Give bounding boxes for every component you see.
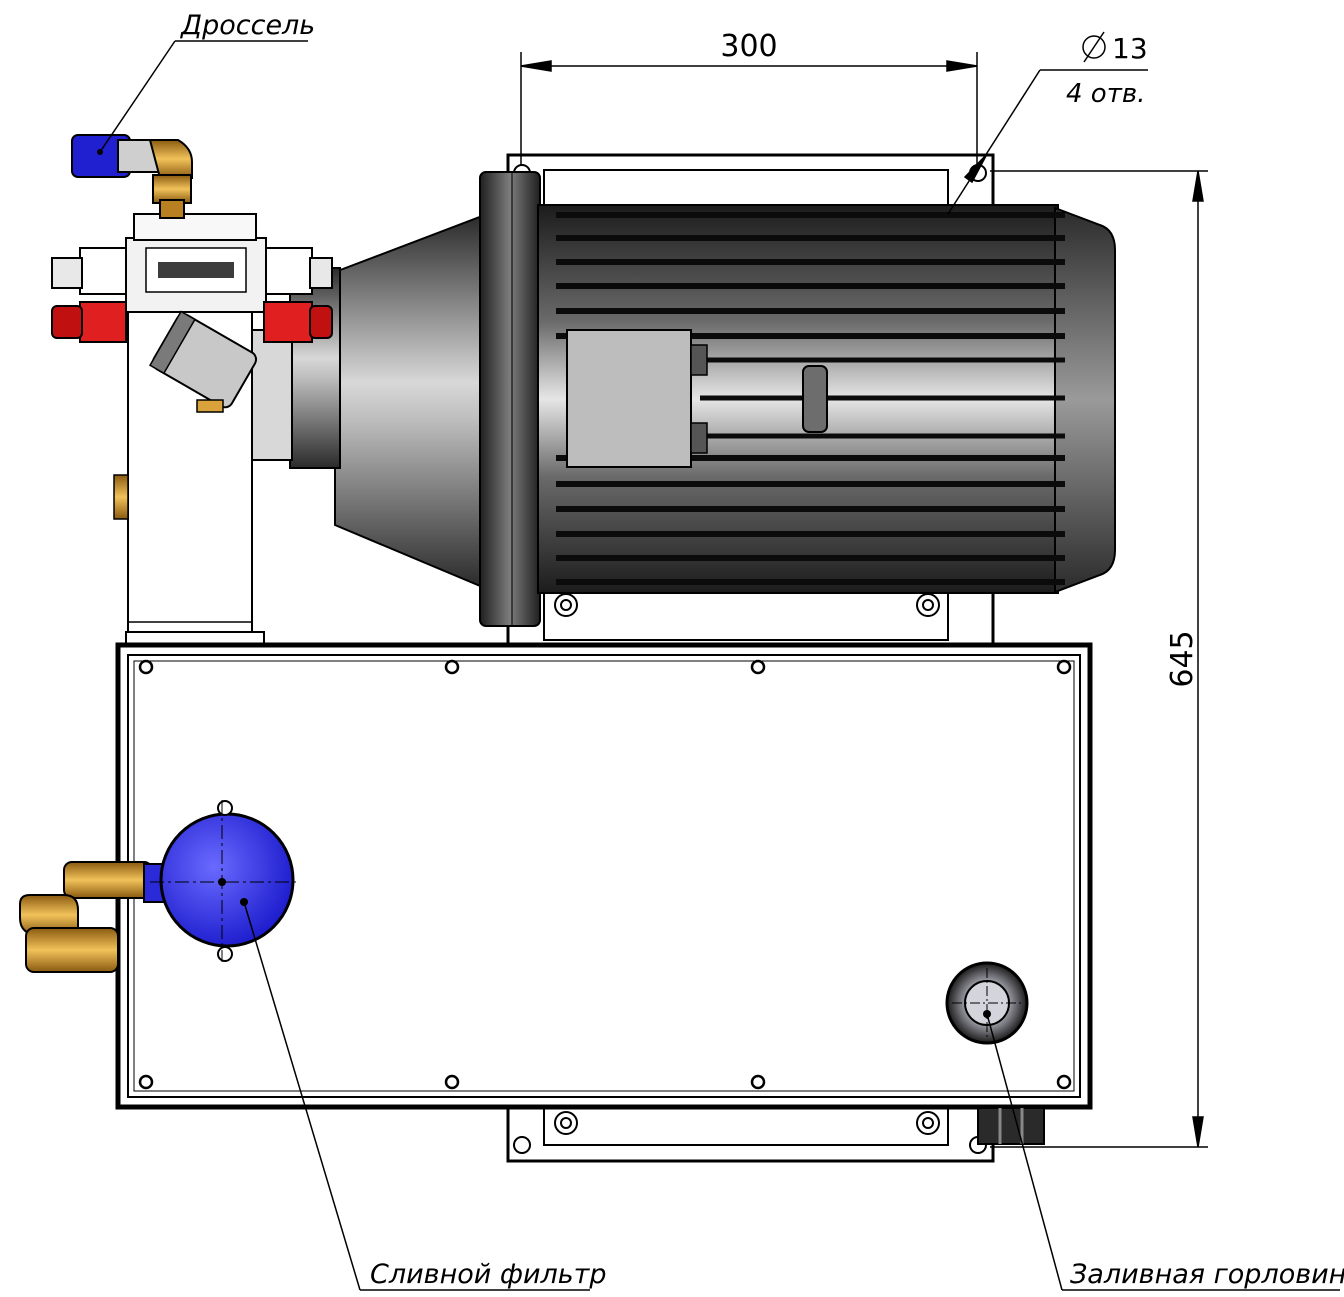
leader-drain-filter — [243, 901, 590, 1291]
red-fitting-right — [263, 301, 313, 343]
drain-plug — [977, 1107, 1045, 1145]
bolt-heads — [554, 593, 940, 1135]
dimension-645 — [990, 170, 1208, 1148]
hole-callout — [947, 31, 1148, 215]
leader-throttle — [99, 40, 308, 153]
red-fitting-left — [79, 301, 127, 343]
throttle-valve — [71, 134, 193, 219]
hole-count-text: 4 отв. — [1066, 79, 1145, 109]
label-filler-neck: Заливная горловина — [1070, 1259, 1344, 1290]
hole-diameter-text: 13 — [1112, 32, 1148, 65]
label-throttle: Дроссель — [180, 10, 315, 41]
label-drain-filter: Сливной фильтр — [370, 1259, 607, 1290]
dimension-300-text: 300 — [720, 29, 777, 64]
leader-filler-neck — [986, 1013, 1340, 1291]
terminal-box — [566, 329, 692, 468]
pressure-gauge — [149, 310, 258, 409]
filler-neck — [945, 961, 1045, 1145]
tank-screws — [138, 659, 1072, 1090]
dimension-645-text: 645 — [1165, 630, 1200, 687]
electric-motor — [289, 171, 1116, 627]
valve-assembly — [51, 213, 333, 647]
drain-filter — [19, 800, 298, 973]
dimension-300 — [520, 52, 978, 165]
